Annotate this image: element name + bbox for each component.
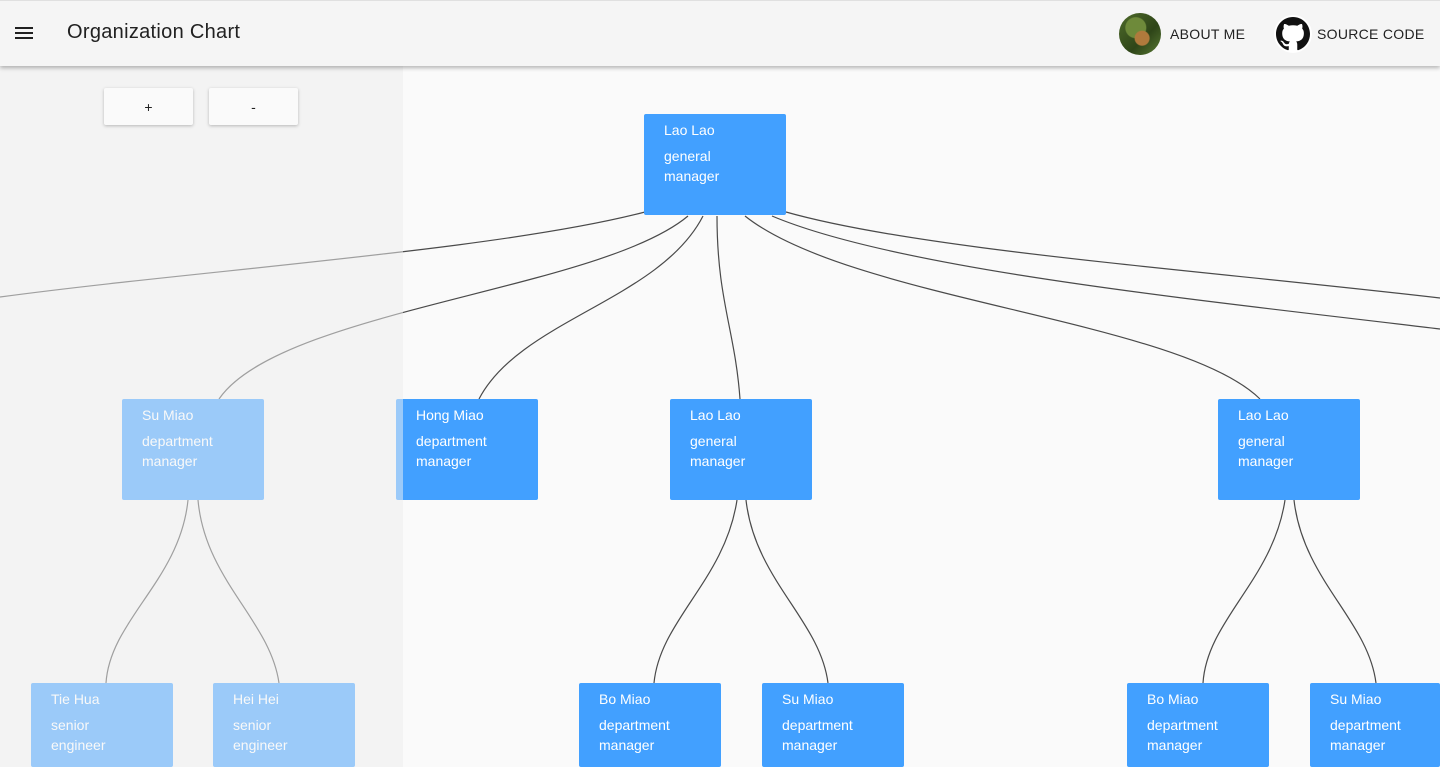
hamburger-menu-icon[interactable] — [12, 21, 36, 45]
org-node-bo-miao-mid[interactable]: Bo Miao department manager — [579, 683, 721, 767]
org-node-root[interactable]: Lao Lao general manager — [644, 114, 786, 215]
node-title: general manager — [1238, 433, 1294, 469]
org-node-su-miao[interactable]: Su Miao department manager — [122, 399, 264, 500]
github-icon — [1274, 15, 1312, 53]
app-bar: Organization Chart ABOUT ME SOURCE CODE — [0, 0, 1440, 66]
node-title: general manager — [690, 433, 746, 469]
node-name: Lao Lao — [1238, 407, 1289, 423]
edge-root-offscreen-left — [0, 211, 646, 298]
org-node-lao-lao-mid[interactable]: Lao Lao general manager — [670, 399, 812, 500]
edge-lao-lao-right-su-miao — [1293, 499, 1377, 684]
page-title: Organization Chart — [67, 21, 241, 43]
node-name: Lao Lao — [664, 122, 715, 138]
node-title: department manager — [782, 717, 853, 753]
node-name: Hei Hei — [233, 691, 279, 707]
about-me-button[interactable]: ABOUT ME — [1119, 11, 1245, 57]
source-code-button[interactable]: SOURCE CODE — [1274, 11, 1425, 57]
node-name: Su Miao — [782, 691, 834, 707]
org-node-lao-lao-right[interactable]: Lao Lao general manager — [1218, 399, 1360, 500]
edge-lao-lao-mid-bo-miao — [653, 499, 738, 684]
node-title: department manager — [1147, 717, 1218, 753]
node-title: department manager — [142, 433, 213, 469]
edge-lao-lao-mid-su-miao — [745, 499, 829, 684]
node-title: department manager — [416, 433, 487, 469]
node-name: Su Miao — [1330, 691, 1382, 707]
zoom-in-button[interactable]: + — [104, 88, 193, 125]
edge-root-hong-miao — [478, 215, 704, 400]
edge-root-lao-lao-right — [744, 215, 1261, 400]
org-node-bo-miao-right[interactable]: Bo Miao department manager — [1127, 683, 1269, 767]
node-title: general manager — [664, 148, 720, 184]
node-name: Su Miao — [142, 407, 194, 423]
node-name: Hong Miao — [416, 407, 484, 423]
org-node-tie-hua[interactable]: Tie Hua senior engineer — [31, 683, 173, 767]
org-node-hei-hei[interactable]: Hei Hei senior engineer — [213, 683, 355, 767]
about-me-label: ABOUT ME — [1170, 26, 1246, 42]
node-title: department manager — [599, 717, 670, 753]
edge-lao-lao-right-bo-miao — [1202, 499, 1286, 684]
node-name: Bo Miao — [599, 691, 651, 707]
node-title: senior engineer — [51, 717, 106, 753]
edge-root-lao-lao-mid — [716, 215, 741, 400]
edge-su-miao-hei-hei — [197, 499, 280, 684]
org-node-su-miao-right[interactable]: Su Miao department manager — [1310, 683, 1440, 767]
edge-su-miao-tie-hua — [105, 499, 189, 684]
edge-root-offscreen-right-1 — [771, 215, 1440, 330]
node-title: senior engineer — [233, 717, 288, 753]
edge-root-offscreen-right-2 — [785, 211, 1440, 299]
zoom-out-button[interactable]: - — [209, 88, 298, 125]
node-title: department manager — [1330, 717, 1401, 753]
edge-root-su-miao — [218, 215, 689, 400]
node-name: Bo Miao — [1147, 691, 1199, 707]
org-node-su-miao-mid[interactable]: Su Miao department manager — [762, 683, 904, 767]
avatar — [1119, 13, 1161, 55]
node-name: Tie Hua — [51, 691, 100, 707]
node-name: Lao Lao — [690, 407, 741, 423]
org-node-hong-miao[interactable]: Hong Miao department manager — [396, 399, 538, 500]
source-code-label: SOURCE CODE — [1317, 26, 1425, 42]
